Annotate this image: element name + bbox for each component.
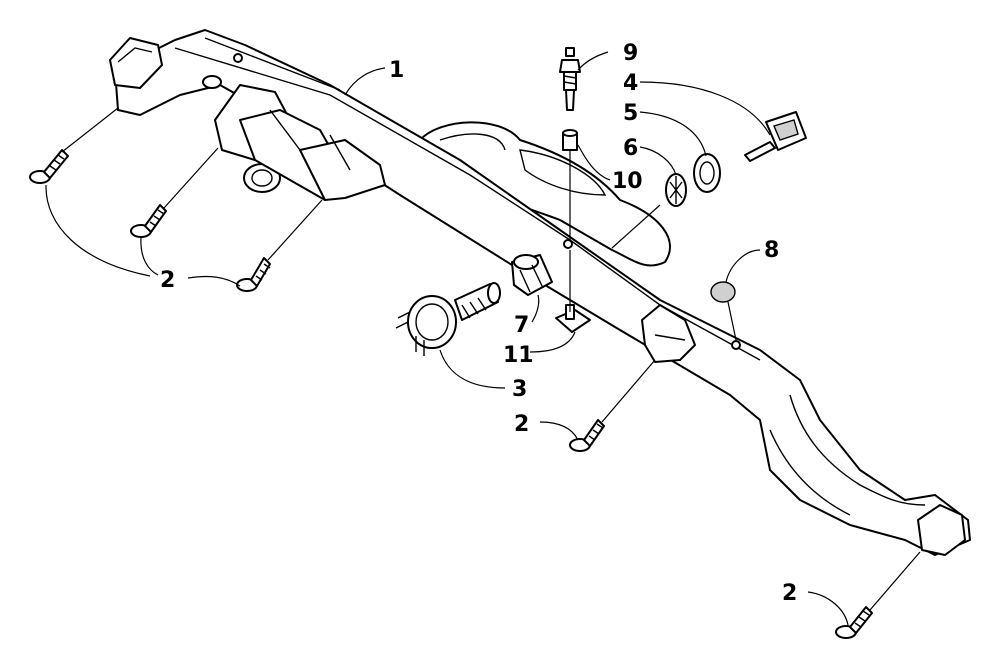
hole (202, 75, 222, 89)
key-icon (744, 111, 807, 162)
hole (233, 53, 243, 63)
callout-10: 10 (612, 169, 643, 194)
callout-4: 4 (623, 71, 638, 96)
callout-8: 8 (764, 238, 779, 263)
callout-5: 5 (623, 101, 638, 126)
plug-icon (511, 254, 553, 296)
callout-9: 9 (623, 41, 638, 66)
console-bracket (109, 29, 971, 556)
right-end-tab (917, 504, 966, 556)
callout-7: 7 (514, 313, 529, 338)
hole-plug-icon (710, 281, 736, 303)
left-mount-tab (109, 37, 163, 89)
hole (731, 340, 741, 350)
callout-6: 6 (623, 136, 638, 161)
lock-washer-icon (665, 173, 687, 207)
spacer-icon (562, 129, 578, 151)
screw-icon (236, 257, 271, 292)
screw-icon (130, 204, 167, 238)
hole (563, 239, 573, 249)
callout-2-right: 2 (782, 581, 797, 606)
callout-2-left: 2 (160, 268, 175, 293)
callout-2-middle: 2 (514, 412, 529, 437)
bolt-icon (559, 47, 581, 111)
center-lower-rib (299, 139, 386, 201)
screw-icon (835, 606, 873, 639)
callout-1: 1 (389, 58, 404, 83)
ignition-switch-icon (395, 282, 501, 356)
bezel-icon (693, 153, 721, 193)
screw-icon (29, 149, 69, 184)
screw-icon (569, 419, 605, 452)
right-mount-tab (641, 304, 696, 363)
callout-3: 3 (512, 377, 527, 402)
callout-11: 11 (503, 343, 534, 368)
